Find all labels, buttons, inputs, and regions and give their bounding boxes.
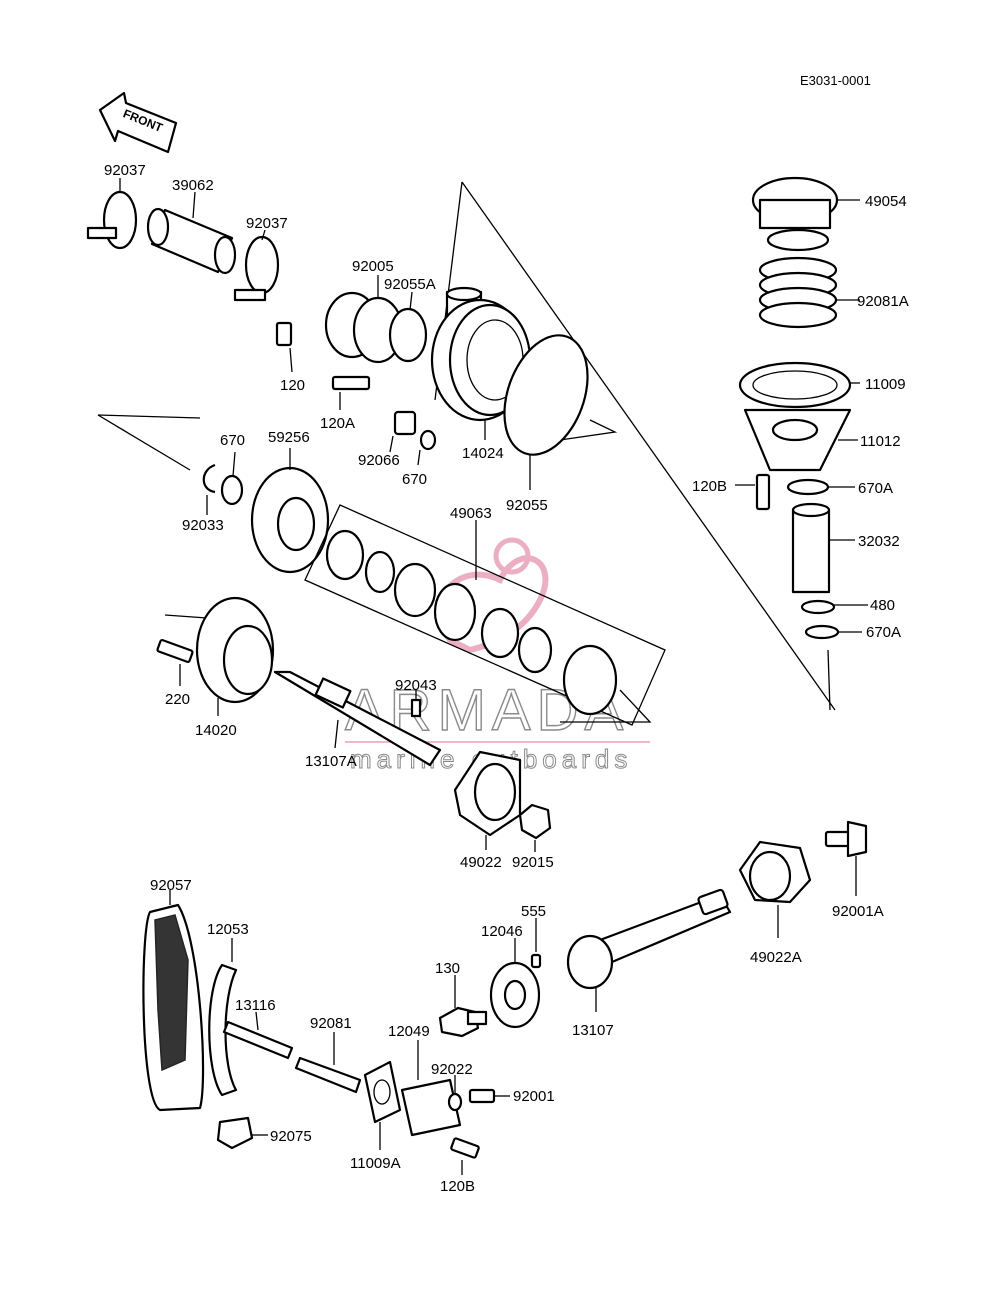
- label-92075: 92075: [270, 1128, 312, 1145]
- label-11009: 11009: [865, 376, 906, 393]
- cover-11012: [743, 408, 858, 472]
- washer-670-pump: [417, 429, 437, 466]
- part-labels: 92037 39062 92037 120 92005 92055A 120A …: [104, 162, 909, 1195]
- spring-92081A: [758, 256, 860, 329]
- label-92033: 92033: [182, 517, 224, 534]
- fitting-92066: [389, 410, 417, 453]
- label-14020: 14020: [195, 722, 237, 739]
- label-12046: 12046: [481, 923, 523, 940]
- seal-kit-49063: [304, 504, 666, 726]
- label-120A: 120A: [320, 415, 355, 432]
- bolt-92001: [468, 1088, 510, 1104]
- bolt-120: [275, 321, 293, 373]
- label-11012: 11012: [860, 433, 901, 450]
- pipe-32032: [791, 502, 855, 594]
- washer-92022: [447, 1075, 463, 1112]
- bolt-130: [438, 975, 488, 1038]
- shaft-13107: [566, 888, 732, 1012]
- label-13107A: 13107A: [305, 753, 357, 770]
- label-480: 480: [870, 597, 895, 614]
- label-49022: 49022: [460, 854, 502, 871]
- label-14024: 14024: [462, 445, 504, 462]
- hose-clamp-92037-right: [233, 229, 280, 302]
- hose-clamp-92037-left: [86, 178, 138, 250]
- cover-92005: [324, 275, 404, 364]
- label-49054: 49054: [865, 193, 907, 210]
- label-670-pump: 670: [402, 471, 427, 488]
- gasket-11009A: [363, 1060, 402, 1150]
- label-92037-left: 92037: [104, 162, 146, 179]
- label-670-left: 670: [220, 432, 245, 449]
- bracket-92075: [216, 1116, 268, 1150]
- key-555: [530, 918, 542, 969]
- label-11009A: 11009A: [350, 1155, 401, 1172]
- bolt-120B-tensioner: [450, 1137, 480, 1175]
- bevel-gear-49022A: [738, 840, 812, 938]
- tensioner-body-12049: [400, 1040, 462, 1137]
- washer-670-left: [220, 451, 244, 506]
- pin-92043: [410, 690, 422, 718]
- pivot-pin-13116: [222, 1011, 294, 1060]
- bevel-gear-49022: [453, 750, 522, 850]
- o-ring-670A-lower: [804, 624, 862, 640]
- label-92022: 92022: [431, 1061, 473, 1078]
- label-32032: 32032: [858, 533, 900, 550]
- label-13107: 13107: [572, 1022, 614, 1039]
- label-120: 120: [280, 377, 305, 394]
- label-92066: 92066: [358, 452, 400, 469]
- label-555: 555: [521, 903, 546, 920]
- bolt-120A: [331, 375, 371, 410]
- label-670A-lower: 670A: [866, 624, 901, 641]
- label-49022A: 49022A: [750, 949, 802, 966]
- label-120B-tensioner: 120B: [440, 1178, 475, 1195]
- sprocket-12046: [489, 938, 541, 1029]
- bolt-92001A: [824, 820, 868, 896]
- label-12049: 12049: [388, 1023, 430, 1040]
- label-92081: 92081: [310, 1015, 352, 1032]
- impeller-59256: [250, 448, 330, 574]
- clip-480: [800, 599, 868, 615]
- clip-92033: [202, 463, 216, 515]
- thermostat-49054: [751, 176, 860, 252]
- label-12053: 12053: [207, 921, 249, 938]
- label-92043: 92043: [395, 677, 437, 694]
- o-ring-670A-upper: [786, 478, 855, 496]
- label-13116: 13116: [235, 997, 276, 1014]
- label-39062: 39062: [172, 177, 214, 194]
- o-ring-92055A: [388, 291, 428, 363]
- label-59256: 59256: [268, 429, 310, 446]
- label-92005: 92005: [352, 258, 394, 275]
- front-arrow-icon: FRONT: [98, 91, 178, 154]
- spring-92081: [294, 1032, 362, 1094]
- bearing-housing-14020: [195, 596, 275, 716]
- shaft-13107A: [273, 670, 442, 767]
- chain-92057: [142, 890, 205, 1112]
- label-670A-upper: 670A: [858, 480, 893, 497]
- label-92055A: 92055A: [384, 276, 436, 293]
- label-220: 220: [165, 691, 190, 708]
- label-92055: 92055: [506, 497, 548, 514]
- label-92001A: 92001A: [832, 903, 884, 920]
- label-92001: 92001: [513, 1088, 555, 1105]
- bolt-220: [156, 639, 194, 686]
- label-92057: 92057: [150, 877, 192, 894]
- label-49063: 49063: [450, 505, 492, 522]
- label-92037-right: 92037: [246, 215, 288, 232]
- nut-92015: [518, 803, 552, 852]
- bolt-120B-thermostat: [735, 473, 771, 511]
- o-ring-92055: [503, 334, 589, 490]
- label-130: 130: [435, 960, 460, 977]
- label-120B-thermostat: 120B: [692, 478, 727, 495]
- diagram-code: E3031-0001: [800, 73, 871, 88]
- label-92015: 92015: [512, 854, 554, 871]
- hose-39062: [146, 191, 237, 275]
- chain-guide-12053: [208, 938, 238, 1097]
- gasket-11009: [738, 361, 860, 409]
- label-92081A: 92081A: [857, 293, 909, 310]
